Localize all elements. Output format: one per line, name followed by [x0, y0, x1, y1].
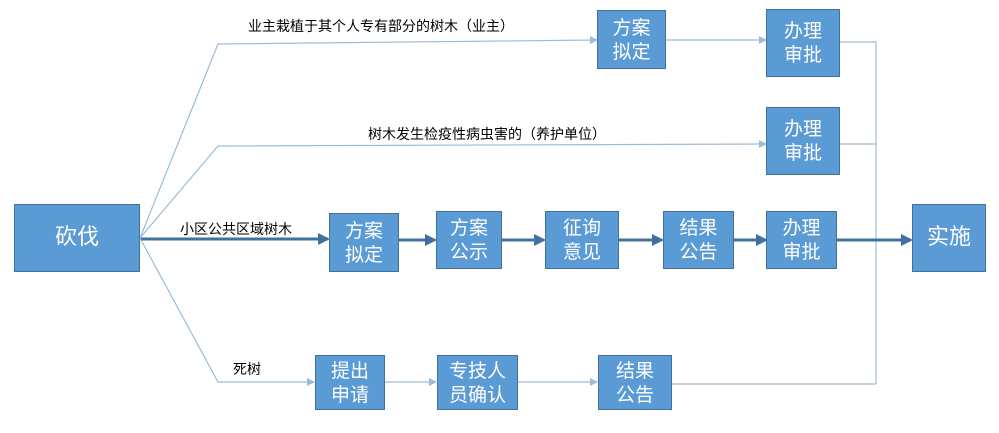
node-line2: 员确认 — [448, 383, 506, 406]
node-line2: 审批 — [782, 241, 821, 263]
branch1-plan-node: 方案 拟定 — [597, 10, 666, 69]
b1-to-collector-line — [840, 41, 877, 384]
branch2-approve-node: 办理 审批 — [766, 107, 840, 175]
node-line2: 申请 — [330, 383, 369, 406]
branch2-connector — [139, 140, 767, 239]
branch4-announce-node: 结果 公告 — [598, 355, 672, 410]
shishi-node-line1: 实施 — [926, 225, 971, 250]
node-line1: 结果 — [679, 217, 718, 239]
node-line1: 办理 — [782, 217, 821, 239]
kanfa-node: 砍伐 — [14, 204, 140, 272]
branch4-connector — [139, 237, 315, 386]
node-line2: 公示 — [449, 241, 488, 263]
kanfa-node-line1: 砍伐 — [54, 225, 99, 250]
branch3-approve-node: 办理 审批 — [766, 211, 837, 269]
node-line1: 方案 — [344, 219, 383, 242]
node-line1: 专技人 — [448, 359, 506, 382]
branch3-publicize-node: 方案 公示 — [436, 211, 502, 269]
branch4-confirm-node: 专技人 员确认 — [437, 355, 518, 410]
branch3-opinion-node: 征询 意见 — [545, 211, 619, 269]
node-line1: 提出 — [330, 359, 369, 382]
branch1-label: 业主栽植于其个人专有部分的树木（业主） — [248, 19, 514, 35]
shishi-node: 实施 — [912, 204, 986, 272]
branch4-label: 死树 — [233, 362, 261, 378]
branch4-apply-node: 提出 申请 — [315, 355, 385, 410]
node-line2: 公告 — [615, 383, 654, 406]
node-line2: 拟定 — [344, 243, 383, 266]
branch3-plan-node: 方案 拟定 — [329, 213, 399, 272]
branch3-announce-node: 结果 公告 — [663, 211, 734, 269]
node-line2: 公告 — [679, 241, 718, 263]
node-line1: 征询 — [562, 217, 601, 239]
node-line2: 意见 — [562, 241, 601, 263]
node-line1: 办理 — [783, 118, 822, 140]
branch2-label: 树木发生检疫性病虫害的（养护单位） — [368, 127, 606, 143]
node-line2: 拟定 — [612, 40, 651, 63]
node-line1: 方案 — [449, 217, 488, 239]
node-line2: 审批 — [783, 44, 822, 66]
node-line2: 审批 — [783, 142, 822, 164]
node-line1: 办理 — [783, 20, 822, 42]
branch3-label: 小区公共区域树木 — [180, 222, 292, 238]
branch1-connector — [139, 36, 598, 239]
branch1-approve-node: 办理 审批 — [766, 9, 840, 77]
node-line1: 结果 — [615, 359, 654, 382]
node-line1: 方案 — [612, 16, 651, 39]
